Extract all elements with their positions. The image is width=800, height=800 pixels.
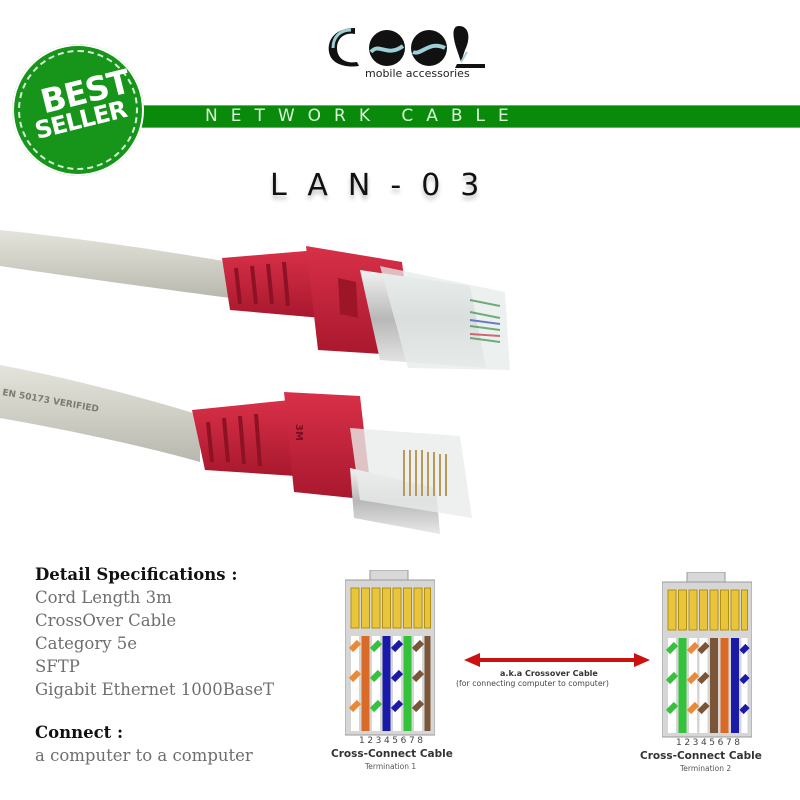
product-photo: EN 50173 VERIFIED 3M [0,200,560,540]
diagram-title: Cross-Connect Cable [640,750,762,762]
brand-logo: mobile accessories [325,22,490,82]
brand-tagline: mobile accessories [365,67,470,80]
spec-item: Cord Length 3m [35,588,172,607]
termination-1-diagram: 12345678 Cross-Connect Cable Termination… [331,569,453,771]
category-banner [135,105,800,128]
best-seller-badge: BEST SELLER [12,44,144,176]
rj45-pinout-left-icon [344,569,436,736]
spec-item: Category 5e [35,634,138,653]
crossover-arrow [462,650,652,674]
model-name: LAN-03 [270,168,500,203]
termination-2-diagram: 12345678 Cross-Connect Cable Termination… [640,571,762,773]
connect-heading: Connect : [35,723,124,742]
double-arrow-icon [464,653,650,667]
arrow-note: (for connecting computer to computer) [456,679,609,688]
rj45-pinout-right-icon [661,571,753,738]
specs-heading: Detail Specifications : [35,565,238,584]
arrow-label: a.k.a Crossover Cable [500,669,598,678]
cool-logo-icon [328,26,485,68]
diagram-subtitle: Termination 1 [365,762,417,771]
specifications: Detail Specifications : Cord Length 3m C… [35,563,274,767]
connect-value: a computer to a computer [35,746,253,765]
svg-text:3M: 3M [293,424,304,441]
network-cable-image: EN 50173 VERIFIED 3M [0,230,510,534]
banner-title: NETWORK CABLE [205,106,522,126]
spec-item: CrossOver Cable [35,611,177,630]
pin-numbers: 12345678 [676,738,743,748]
diagram-title: Cross-Connect Cable [331,748,453,760]
spec-item: Gigabit Ethernet 1000BaseT [35,680,274,699]
badge-ring [18,50,138,170]
diagram-subtitle: Termination 2 [680,764,732,773]
spec-item: SFTP [35,657,80,676]
pin-numbers: 12345678 [359,736,426,746]
